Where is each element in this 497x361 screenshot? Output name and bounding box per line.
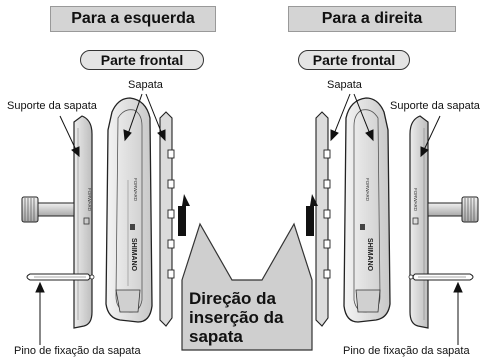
- insertion-arrow-right: [306, 194, 318, 236]
- front-label-left: Parte frontal: [80, 50, 204, 70]
- header-left-text: Para a esquerda: [71, 10, 195, 27]
- leader-lines: [35, 93, 463, 345]
- header-right-text: Para a direita: [321, 10, 423, 27]
- forward-mark-pad-left: FORWARD: [133, 178, 138, 202]
- forward-mark-right: FORWARD: [413, 188, 418, 212]
- brake-pad-left: SHIMANO FORWARD: [105, 97, 153, 323]
- shimano-brand-right: SHIMANO: [366, 238, 373, 272]
- pad-label-left: Sapata: [128, 79, 163, 91]
- front-label-right: Parte frontal: [298, 50, 410, 70]
- front-label-right-text: Parte frontal: [312, 52, 396, 68]
- threaded-stem-left: [21, 196, 75, 223]
- insertion-arrow-left: [178, 194, 190, 236]
- callout-line-2: inserção da: [189, 308, 284, 327]
- front-label-left-text: Parte frontal: [100, 52, 184, 68]
- pad-label-right: Sapata: [327, 79, 362, 91]
- brake-pad-right: SHIMANO FORWARD: [343, 97, 391, 323]
- pin-label-right: Pino de fixação da sapata: [343, 345, 470, 357]
- holder-label-left: Suporte da sapata: [7, 100, 97, 112]
- pin-label-left: Pino de fixação da sapata: [14, 345, 141, 357]
- insertion-direction-label: Direção da inserção da sapata: [189, 289, 309, 346]
- holder-label-right: Suporte da sapata: [390, 100, 480, 112]
- header-right: Para a direita: [288, 6, 456, 32]
- pad-rail-left: [159, 111, 175, 327]
- insertion-callout: [181, 222, 313, 351]
- forward-mark-pad-right: FORWARD: [365, 178, 370, 202]
- shimano-brand-left: SHIMANO: [130, 238, 137, 272]
- insertion-arrows: [178, 194, 318, 236]
- forward-mark-left: FORWARD: [87, 188, 92, 212]
- threaded-stem-right: [427, 196, 479, 223]
- pad-rail-right: [315, 111, 331, 327]
- header-left: Para a esquerda: [50, 6, 216, 32]
- fixing-pin-left: [26, 273, 95, 281]
- fixing-pin-right: [408, 273, 474, 281]
- callout-line-3: sapata: [189, 327, 243, 346]
- callout-line-1: Direção da: [189, 289, 276, 308]
